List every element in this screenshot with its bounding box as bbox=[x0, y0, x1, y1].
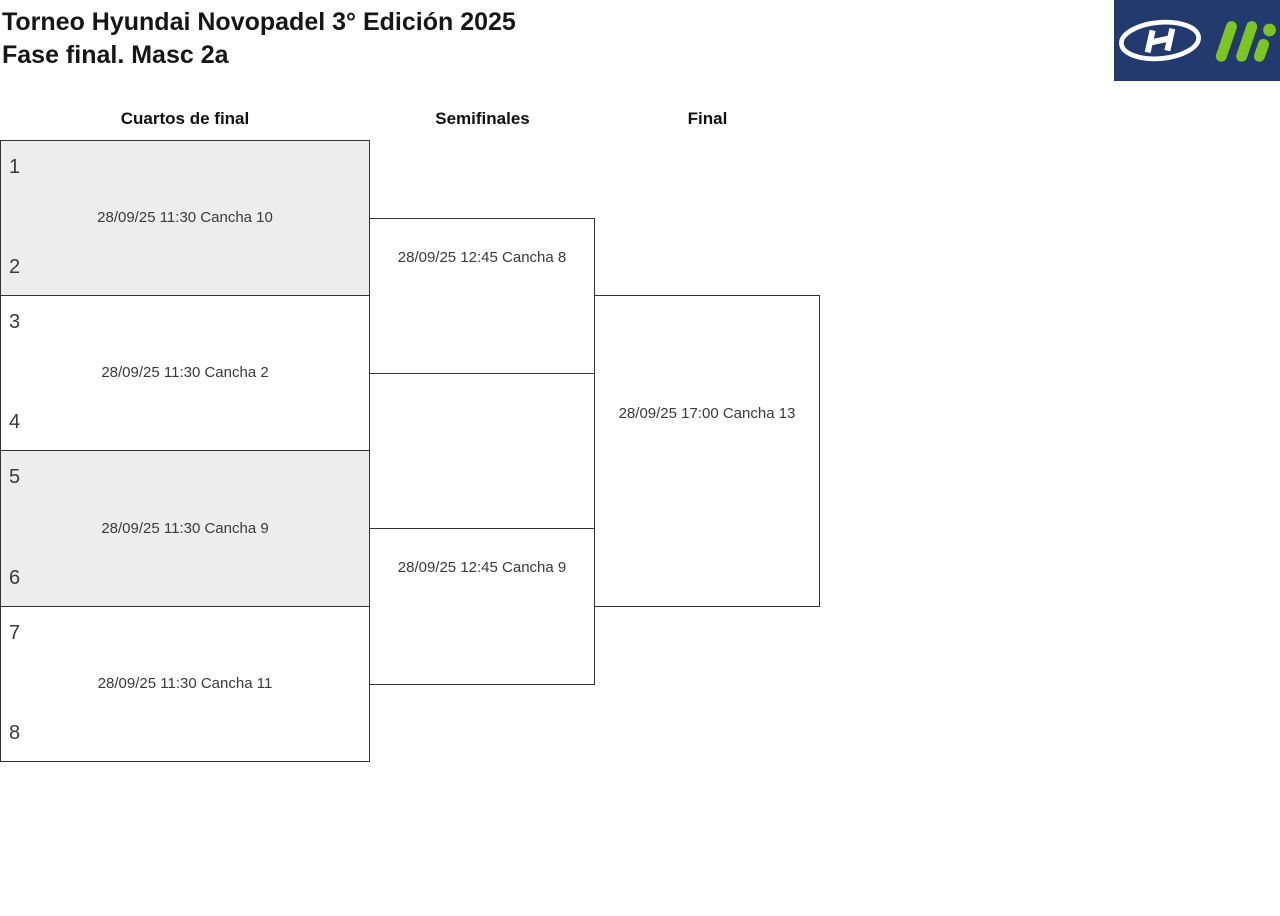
seed-number-8: 8 bbox=[9, 722, 21, 744]
mi-logo bbox=[1215, 20, 1276, 62]
match-schedule-qf2: 28/09/25 11:30 Cancha 2 bbox=[101, 364, 269, 381]
match-schedule-final: 28/09/25 17:00 Cancha 13 bbox=[618, 405, 796, 422]
page-title: Torneo Hyundai Novopadel 3° Edición 2025 bbox=[2, 8, 516, 36]
seed-number-6: 6 bbox=[9, 567, 21, 589]
match-schedule-qf3: 28/09/25 11:30 Cancha 9 bbox=[101, 519, 269, 537]
column-header-quarterfinals: Cuartos de final bbox=[120, 109, 250, 128]
match-semifinal-2[interactable]: 28/09/25 12:45 Cancha 9 bbox=[369, 528, 595, 685]
hyundai-logo bbox=[1118, 19, 1201, 62]
match-schedule-sf2: 28/09/25 12:45 Cancha 9 bbox=[397, 559, 567, 576]
match-semifinal-1[interactable]: 28/09/25 12:45 Cancha 8 bbox=[369, 218, 595, 374]
seed-number-5: 5 bbox=[9, 466, 21, 488]
match-schedule-qf4: 28/09/25 11:30 Cancha 11 bbox=[97, 675, 273, 692]
page-subtitle: Fase final. Masc 2a bbox=[2, 41, 229, 69]
column-header-semifinals: Semifinales bbox=[435, 109, 530, 128]
sponsor-banner bbox=[1114, 0, 1280, 81]
column-header-final: Final bbox=[687, 109, 728, 128]
match-quarterfinal-4[interactable]: 7 28/09/25 11:30 Cancha 11 8 bbox=[0, 606, 370, 762]
match-schedule-sf1: 28/09/25 12:45 Cancha 8 bbox=[397, 249, 567, 266]
title-block: Torneo Hyundai Novopadel 3° Edición 2025… bbox=[2, 6, 516, 72]
match-schedule-qf1: 28/09/25 11:30 Cancha 10 bbox=[97, 209, 273, 226]
seed-number-2: 2 bbox=[9, 256, 21, 278]
seed-number-1: 1 bbox=[9, 156, 21, 178]
seed-number-4: 4 bbox=[9, 411, 21, 433]
seed-number-7: 7 bbox=[9, 622, 21, 644]
seed-number-3: 3 bbox=[9, 311, 21, 333]
match-quarterfinal-1[interactable]: 1 28/09/25 11:30 Cancha 10 2 bbox=[0, 140, 370, 296]
match-quarterfinal-3[interactable]: 5 28/09/25 11:30 Cancha 9 6 bbox=[0, 450, 370, 607]
match-quarterfinal-2[interactable]: 3 28/09/25 11:30 Cancha 2 4 bbox=[0, 295, 370, 451]
match-final[interactable]: 28/09/25 17:00 Cancha 13 bbox=[594, 295, 820, 607]
